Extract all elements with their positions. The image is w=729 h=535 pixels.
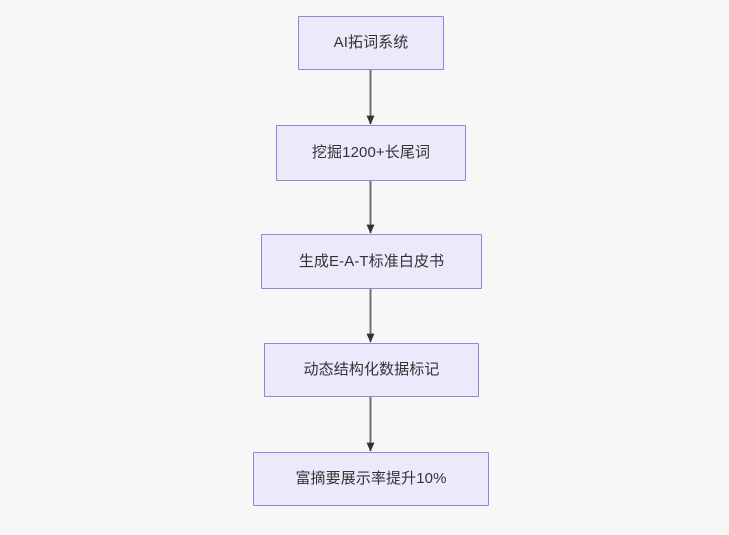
flow-node-label: AI拓词系统 bbox=[333, 34, 409, 52]
flow-node-label: 生成E-A-T标准白皮书 bbox=[298, 252, 445, 270]
flow-node-dynamic-structured-data-markup[interactable]: 动态结构化数据标记 bbox=[264, 343, 479, 397]
flow-node-ai-keyword-system[interactable]: AI拓词系统 bbox=[298, 16, 444, 70]
flow-node-mine-longtail-keywords[interactable]: 挖掘1200+长尾词 bbox=[276, 125, 466, 181]
flow-node-label: 动态结构化数据标记 bbox=[303, 361, 440, 379]
flow-node-label: 挖掘1200+长尾词 bbox=[311, 144, 431, 162]
flow-node-label: 富摘要展示率提升10% bbox=[295, 470, 447, 488]
flow-node-generate-eat-whitepaper[interactable]: 生成E-A-T标准白皮书 bbox=[261, 234, 482, 289]
flow-node-rich-snippet-impression-uplift[interactable]: 富摘要展示率提升10% bbox=[253, 452, 489, 506]
